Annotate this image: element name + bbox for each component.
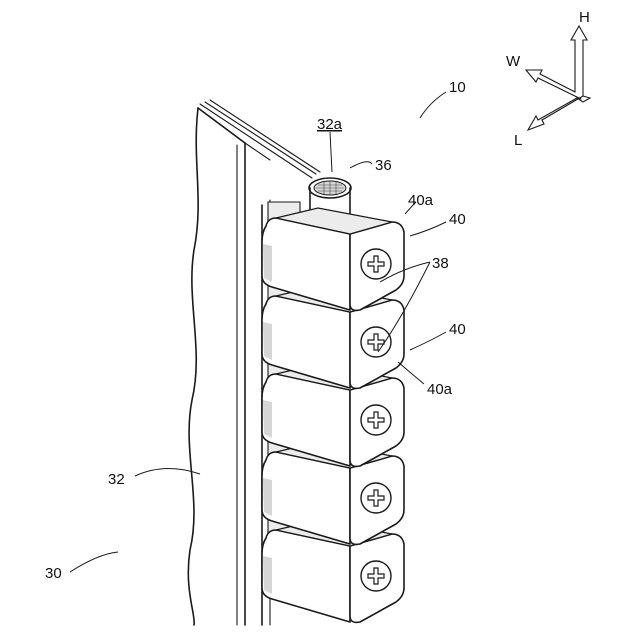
ref-label-40a-mid: 40a — [427, 381, 453, 398]
ref-label-40-mid: 40 — [449, 321, 466, 338]
axis-h-arrow — [571, 26, 587, 96]
cable — [200, 100, 320, 178]
ref-label-30: 30 — [45, 565, 62, 582]
axis-label-h: H — [579, 9, 590, 26]
axis-label-l: L — [514, 132, 522, 149]
ref-label-36: 36 — [375, 157, 392, 174]
axis-w-arrow — [526, 70, 581, 99]
ref-label-32: 32 — [108, 471, 125, 488]
axis-l-arrow — [528, 96, 583, 130]
ref-label-38: 38 — [432, 255, 449, 272]
module-stack — [262, 202, 404, 622]
side-wall-panel — [188, 108, 270, 625]
ref-label-40a-top: 40a — [408, 192, 434, 209]
ref-label-32a: 32a — [317, 116, 343, 133]
axis-label-w: W — [506, 53, 521, 70]
orientation-axes: H W L — [506, 9, 590, 149]
ref-label-10: 10 — [449, 79, 466, 96]
ref-label-40-top: 40 — [449, 211, 466, 228]
